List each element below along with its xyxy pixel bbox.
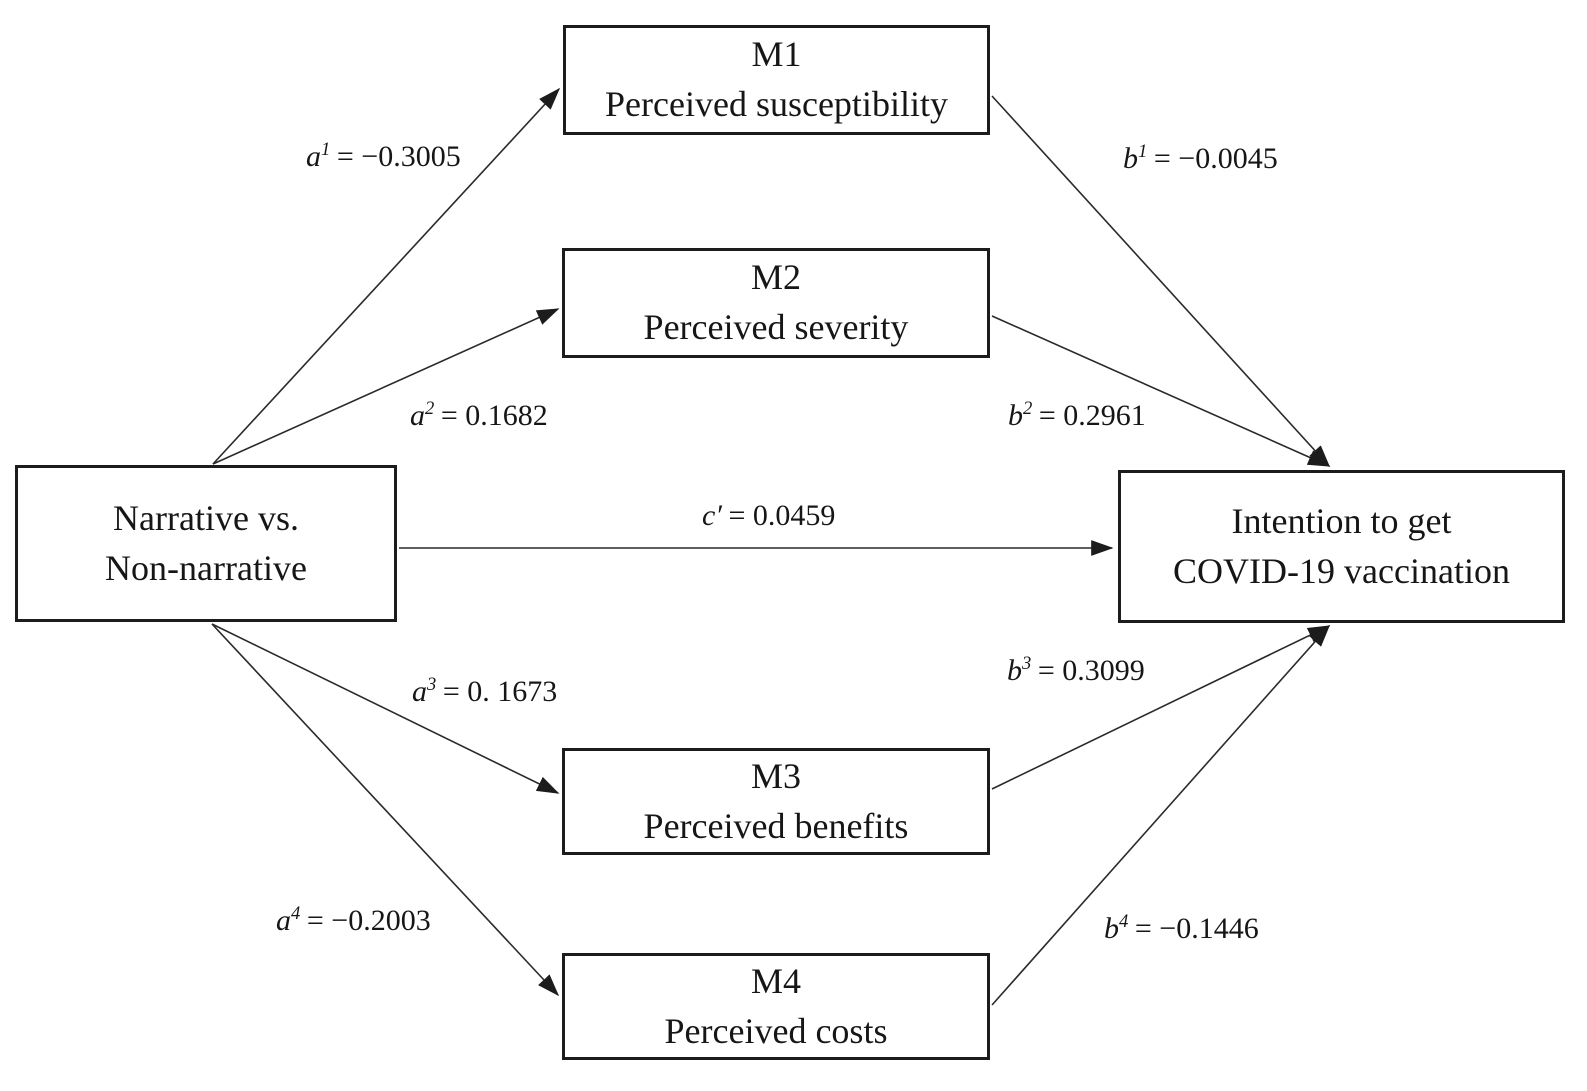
node-m3-perceived-benefits: M3 Perceived benefits — [562, 748, 990, 855]
arrow-predictor-to-m3 — [211, 623, 560, 794]
path-coefficient-a2: a2= 0.1682 — [410, 398, 548, 432]
arrow-predictor-to-m2 — [212, 308, 560, 465]
path-coefficient-a3: a3= 0. 1673 — [412, 674, 558, 708]
node-outcome-vaccination-intention: Intention to get COVID-19 vaccination — [1118, 470, 1565, 623]
path-coefficient-a4: a4= −0.2003 — [276, 903, 431, 937]
node-m4-title: M4 — [750, 960, 801, 1001]
path-coefficient-a1: a1= −0.3005 — [306, 139, 461, 173]
node-m2-subtitle: Perceived severity — [643, 307, 909, 347]
node-m2-title: M2 — [750, 257, 801, 298]
node-predictor-line2: Non-narrative — [105, 547, 307, 588]
node-m4-subtitle: Perceived costs — [664, 1010, 888, 1051]
node-m1-title: M1 — [751, 34, 802, 75]
node-m3-title: M3 — [750, 755, 801, 796]
node-m3-subtitle: Perceived benefits — [643, 805, 909, 846]
path-coefficient-b4: b4= −0.1446 — [1104, 911, 1259, 945]
path-coefficient-b3: b3= 0.3099 — [1007, 653, 1145, 687]
arrow-predictor-to-m1 — [212, 87, 561, 465]
node-outcome-line2: COVID-19 vaccination — [1173, 550, 1510, 591]
arrow-m1-to-outcome — [991, 95, 1331, 468]
node-m1-perceived-susceptibility: M1 Perceived susceptibility — [563, 25, 990, 135]
path-coefficient-c-prime: c′= 0.0459 — [702, 499, 836, 532]
arrow-predictor-to-m4 — [211, 623, 560, 997]
path-coefficient-b1: b1= −0.0045 — [1123, 141, 1278, 175]
node-predictor-narrative: Narrative vs. Non-narrative — [15, 465, 397, 622]
arrow-m2-to-outcome — [991, 315, 1331, 467]
node-m1-subtitle: Perceived susceptibility — [605, 84, 948, 124]
arrow-m3-to-outcome — [991, 625, 1331, 790]
node-predictor-line1: Narrative vs. — [113, 497, 299, 538]
node-m2-perceived-severity: M2 Perceived severity — [562, 248, 990, 358]
path-coefficient-b2: b2= 0.2961 — [1008, 398, 1146, 432]
arrow-m4-to-outcome — [991, 624, 1331, 1006]
node-outcome-line1: Intention to get — [1231, 500, 1452, 541]
node-m4-perceived-costs: M4 Perceived costs — [562, 953, 990, 1060]
